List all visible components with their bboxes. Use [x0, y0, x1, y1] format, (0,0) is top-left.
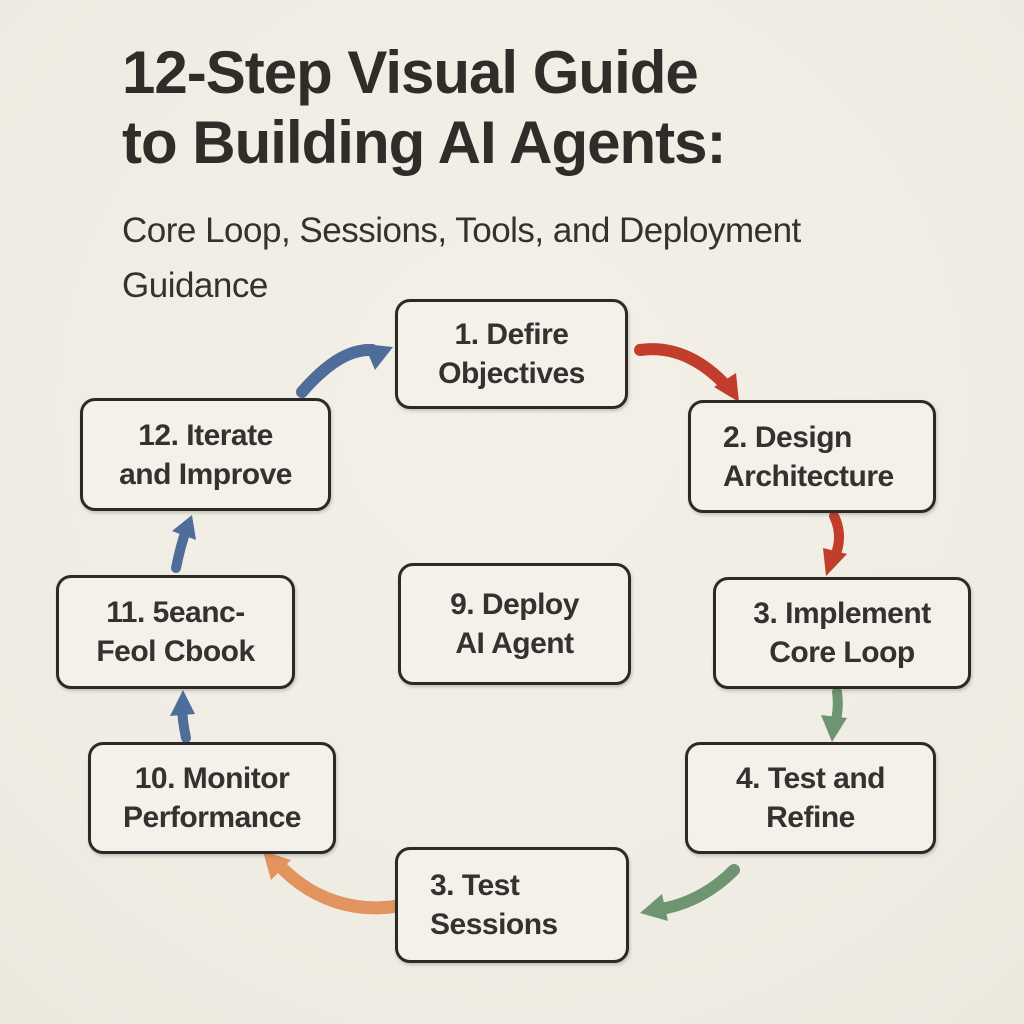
node-step2-label: 2. Design Architecture: [723, 420, 894, 493]
arrow-5-to-10: [263, 851, 405, 915]
node-step3: 3. Implement Core Loop: [713, 577, 971, 689]
node-step11: 11. 5eanc- Feol Cbook: [56, 575, 295, 689]
arrow-1-to-2: [634, 343, 739, 402]
node-step11-label: 11. 5eanc- Feol Cbook: [96, 596, 255, 668]
node-step4: 4. Test and Refine: [685, 742, 936, 854]
node-step5-label: 3. Test Sessions: [430, 869, 558, 941]
node-step9: 9. Deploy AI Agent: [398, 563, 631, 685]
page-title: 12-Step Visual Guide to Building AI Agen…: [122, 39, 726, 177]
arrow-4-to-5: [640, 864, 740, 921]
title-block: 12-Step Visual Guide to Building AI Agen…: [122, 38, 952, 313]
node-step5: 3. Test Sessions: [395, 847, 629, 963]
node-step10-label: 10. Monitor Performance: [123, 762, 301, 834]
arrow-3-to-4: [821, 687, 847, 742]
node-step9-label: 9. Deploy AI Agent: [450, 588, 579, 660]
node-step3-label: 3. Implement Core Loop: [753, 597, 931, 669]
node-step4-label: 4. Test and Refine: [736, 762, 885, 834]
node-step12-label: 12. Iterate and Improve: [119, 418, 292, 491]
node-step1: 1. Defire Objectives: [395, 299, 628, 409]
arrow-2-to-3: [823, 511, 847, 576]
arrow-10-to-11: [170, 690, 195, 743]
arrow-11-to-12: [171, 515, 196, 573]
arrow-12-to-1: [296, 343, 393, 398]
node-step1-label: 1. Defire Objectives: [438, 318, 585, 390]
page-subtitle: Core Loop, Sessions, Tools, and Deployme…: [122, 211, 801, 305]
node-step2: 2. Design Architecture: [688, 400, 936, 513]
node-step12: 12. Iterate and Improve: [80, 398, 331, 511]
node-step10: 10. Monitor Performance: [88, 742, 336, 854]
